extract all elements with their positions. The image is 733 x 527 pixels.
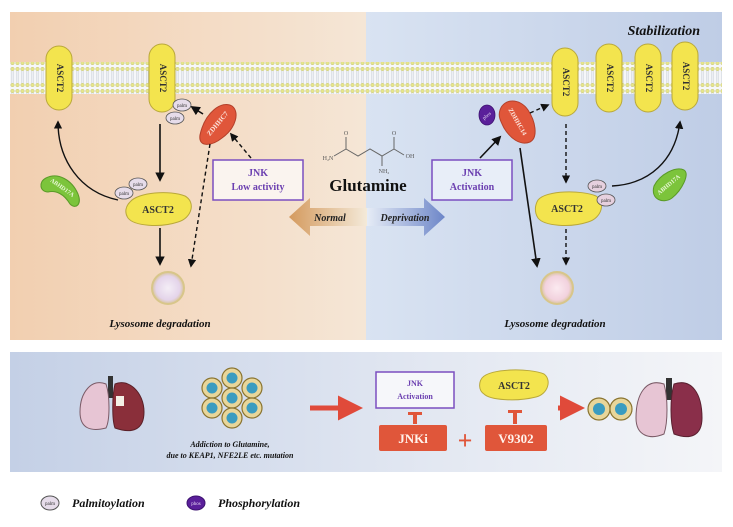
oxygen-label-2: O <box>392 131 397 137</box>
cancer-cell-cluster-icon <box>201 367 263 429</box>
legend-palmitoylation: palm Palmitoylation <box>40 495 145 511</box>
svg-text:phos: phos <box>482 112 492 122</box>
inhibition-bar-v9302 <box>508 410 522 424</box>
recovering-lung-icon <box>635 378 703 438</box>
membrane-asct2-right-1: ASCT2 <box>551 47 579 117</box>
palm-tag: palm <box>172 98 192 112</box>
cell-nucleus <box>226 372 238 384</box>
arrow-jnk-to-zdhhc14 <box>479 135 502 159</box>
cytoplasmic-asct2-left: ASCT2 <box>125 192 192 226</box>
jnk-activation-box-bottom: JNK Activation <box>375 371 455 409</box>
normal-label: Normal <box>313 213 346 224</box>
zdhhc14-enzyme: ZDHHC14 <box>498 100 536 144</box>
cytoplasmic-asct2-right: ASCT2 <box>534 191 603 226</box>
arrow-zdhhc14-to-lysosome <box>519 147 541 268</box>
svg-text:JNK: JNK <box>407 379 424 388</box>
hydroxyl-label: OH <box>406 154 415 160</box>
arrow-recycling-to-membrane-right <box>611 120 684 187</box>
svg-text:ASCT2: ASCT2 <box>55 64 65 93</box>
arrow-zdhhc7-to-palm <box>190 105 204 116</box>
cell-nucleus <box>226 412 238 424</box>
svg-text:JNKi: JNKi <box>398 431 428 446</box>
svg-text:palm: palm <box>601 199 611 204</box>
arrow-zdhhc14-to-membrane-asct2 <box>529 103 550 114</box>
membrane-asct2-right-2: ASCT2 <box>595 43 623 113</box>
svg-text:ASCT2: ASCT2 <box>605 64 615 93</box>
palm-tag: palm <box>165 111 185 125</box>
svg-text:palm: palm <box>133 183 143 188</box>
glutamine-structure <box>333 137 405 166</box>
cell-nucleus <box>206 382 218 394</box>
svg-text:palm: palm <box>177 104 187 109</box>
deprivation-arrow <box>367 198 445 236</box>
svg-text:palm: palm <box>45 502 55 507</box>
asct2-target: ASCT2 <box>479 369 549 401</box>
lysosome-degradation-label-right: Lysosome degradation <box>503 318 605 330</box>
palm-tag: palm <box>114 186 134 200</box>
palm-tag: palm <box>596 193 616 207</box>
addiction-caption-line2: due to KEAP1, NFE2LE etc. mutation <box>167 451 294 460</box>
glutamine-title: Glutamine <box>329 176 407 195</box>
oxygen-label-1: O <box>344 131 349 137</box>
normal-arrow <box>289 198 367 236</box>
svg-text:Low activity: Low activity <box>231 182 284 193</box>
zdhhc7-enzyme: ZDHHC7 <box>199 104 237 145</box>
phos-tag: phos <box>478 104 496 126</box>
diseased-lung-icon <box>79 376 145 432</box>
jnk-low-activity-box: JNK Low activity <box>212 159 304 201</box>
svg-text:ASCT2: ASCT2 <box>498 381 530 392</box>
palm-tag: palm <box>587 179 607 193</box>
svg-text:Palmitoylation: Palmitoylation <box>72 496 145 510</box>
lysosome-right <box>540 271 574 305</box>
arrow-recycling-to-membrane <box>53 120 119 201</box>
membrane-asct2-right-3: ASCT2 <box>634 43 662 113</box>
amine-label: NH₂ <box>379 169 390 175</box>
jnki-inhibitor-box: JNKi <box>379 425 447 451</box>
cell-nucleus <box>246 402 258 414</box>
membrane-asct2-left-2: ASCT2 <box>148 43 176 113</box>
plus-sign: + <box>458 426 473 455</box>
svg-text:ASCT2: ASCT2 <box>681 62 691 91</box>
svg-text:Activation: Activation <box>450 182 495 193</box>
amide-label: H₂N <box>323 156 334 162</box>
svg-text:Activation: Activation <box>397 392 433 401</box>
jnk-activation-box: JNK Activation <box>431 159 513 201</box>
svg-text:JNK: JNK <box>248 168 268 179</box>
lysosome-left <box>151 271 185 305</box>
svg-text:JNK: JNK <box>462 168 482 179</box>
svg-text:ASCT2: ASCT2 <box>644 64 654 93</box>
membrane-asct2-right-4: ASCT2 <box>671 41 699 111</box>
cell-nucleus <box>206 402 218 414</box>
svg-text:palm: palm <box>592 185 602 190</box>
legend-phosphorylation: phos Phosphorylation <box>186 495 300 511</box>
svg-text:ASCT2: ASCT2 <box>561 68 571 97</box>
palm-tag: palm <box>128 177 148 191</box>
arrow-jnk-to-zdhhc7 <box>229 132 252 159</box>
lysosome-degradation-label-left: Lysosome degradation <box>108 318 210 330</box>
svg-text:palm: palm <box>170 117 180 122</box>
inhibition-bar-jnki <box>408 412 422 424</box>
svg-text:ASCT2: ASCT2 <box>158 64 168 93</box>
stabilization-label: Stabilization <box>628 24 701 39</box>
svg-text:palm: palm <box>119 192 129 197</box>
svg-text:ASCT2: ASCT2 <box>142 205 174 216</box>
svg-text:phos: phos <box>191 502 201 507</box>
cell-nucleus <box>246 382 258 394</box>
membrane-asct2-left-1: ASCT2 <box>45 45 73 111</box>
svg-text:V9302: V9302 <box>498 431 533 446</box>
abhd17a-enzyme-right: ABHD17A <box>652 168 687 202</box>
cell-nucleus <box>226 392 238 404</box>
reduced-cancer-cells-icon <box>587 397 633 421</box>
svg-text:ASCT2: ASCT2 <box>551 204 583 215</box>
svg-text:Phosphorylation: Phosphorylation <box>218 496 300 510</box>
addiction-caption-line1: Addiction to Glutamine, <box>189 440 269 449</box>
v9302-inhibitor-box: V9302 <box>485 425 547 451</box>
deprivation-label: Deprivation <box>380 213 430 224</box>
